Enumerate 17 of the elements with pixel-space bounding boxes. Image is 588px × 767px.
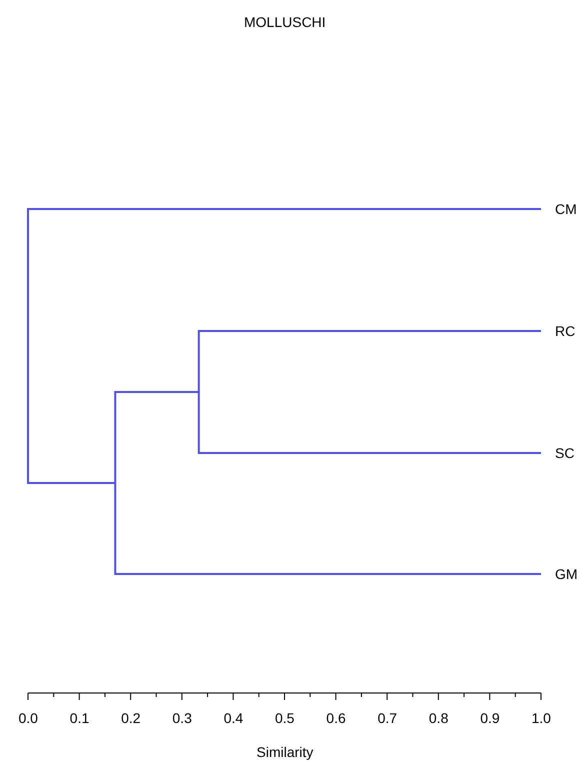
leaf-label: GM (555, 566, 578, 582)
tick-label: 0.4 (224, 710, 244, 726)
tick-label: 0.1 (70, 710, 90, 726)
leaf-label: CM (555, 201, 577, 217)
chart-title: MOLLUSCHI (244, 14, 326, 30)
tick-label: 1.0 (532, 710, 551, 726)
leaf-label: SC (555, 445, 574, 461)
axis-title: Similarity (256, 744, 314, 760)
tick-label: 0.2 (121, 710, 141, 726)
leaf-label: RC (555, 323, 576, 339)
tick-label: 0.9 (480, 710, 500, 726)
tick-label: 0.5 (275, 710, 294, 726)
tick-label: 0.8 (428, 710, 448, 726)
tick-label: 0.0 (18, 710, 38, 726)
tick-label: 0.3 (172, 710, 192, 726)
tick-label: 0.6 (326, 710, 346, 726)
tick-label: 0.7 (378, 710, 398, 726)
